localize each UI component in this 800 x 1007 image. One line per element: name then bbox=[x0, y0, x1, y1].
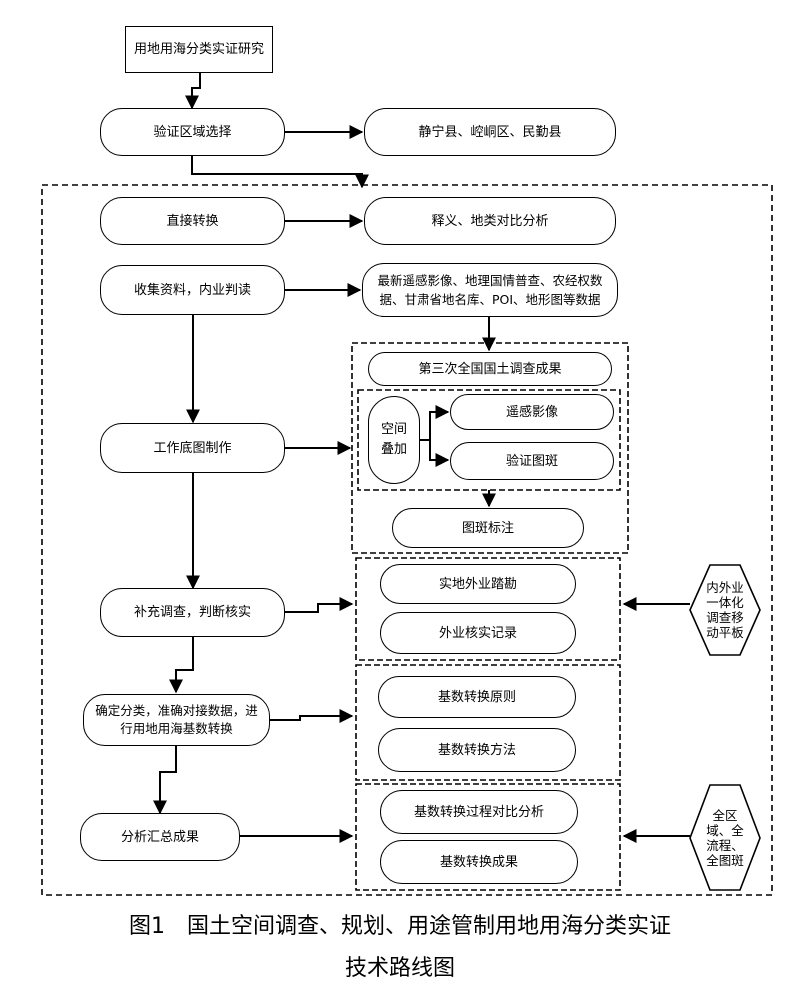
field-survey-node: 实地外业踏勘 bbox=[380, 564, 576, 604]
group-convert-dashed bbox=[355, 664, 621, 781]
third-survey-node: 第三次全国国土调查成果 bbox=[368, 352, 612, 386]
patch-label-node: 图斑标注 bbox=[392, 508, 584, 548]
summary-node: 分析汇总成果 bbox=[80, 813, 240, 861]
base-principle-node: 基数转换原则 bbox=[378, 676, 576, 718]
data-sources-node: 最新遥感影像、地理国情普查、农经权数据、甘肃省地名库、POI、地形图等数据 bbox=[362, 263, 618, 317]
region-select-node: 验证区域选择 bbox=[100, 108, 285, 156]
side-full-text: 全区域、全流程、全图斑 bbox=[706, 808, 744, 868]
outer-dashed-boundary bbox=[41, 184, 773, 896]
spatial-overlay-node: 空间叠加 bbox=[368, 396, 420, 484]
field-record-node: 外业核实记录 bbox=[380, 612, 576, 654]
base-method-node: 基数转换方法 bbox=[378, 728, 576, 772]
regions-node: 静宁县、崆峒区、民勤县 bbox=[364, 108, 616, 156]
side-platform-text: 内外业一体化调查移动平板 bbox=[706, 580, 744, 640]
classify-node: 确定分类，准确对接数据，进行用地用海基数转换 bbox=[83, 694, 270, 746]
title-box: 用地用海分类实证研究 bbox=[125, 26, 273, 73]
side-full-hexagon bbox=[689, 784, 761, 891]
supplement-node: 补充调查，判断核实 bbox=[100, 588, 285, 637]
group-result-dashed bbox=[355, 783, 621, 891]
figure-caption-line2: 技术路线图 bbox=[344, 956, 455, 981]
base-result-node: 基数转换成果 bbox=[380, 840, 578, 884]
collect-node: 收集资料，内业判读 bbox=[100, 265, 285, 315]
remote-image-node: 遥感影像 bbox=[450, 394, 614, 430]
group-supplement-dashed bbox=[355, 557, 621, 661]
group-overlay-dashed bbox=[357, 389, 621, 491]
work-map-node: 工作底图制作 bbox=[100, 423, 285, 473]
verify-patch-node: 验证图斑 bbox=[450, 442, 614, 480]
direct-convert-node: 直接转换 bbox=[100, 197, 285, 245]
side-platform-hexagon bbox=[689, 564, 761, 656]
process-compare-node: 基数转换过程对比分析 bbox=[380, 790, 578, 834]
figure-caption-line1: 图1 国土空间调查、规划、用途管制用地用海分类实证 bbox=[129, 914, 671, 939]
semantic-compare-node: 释义、地类对比分析 bbox=[364, 197, 616, 245]
